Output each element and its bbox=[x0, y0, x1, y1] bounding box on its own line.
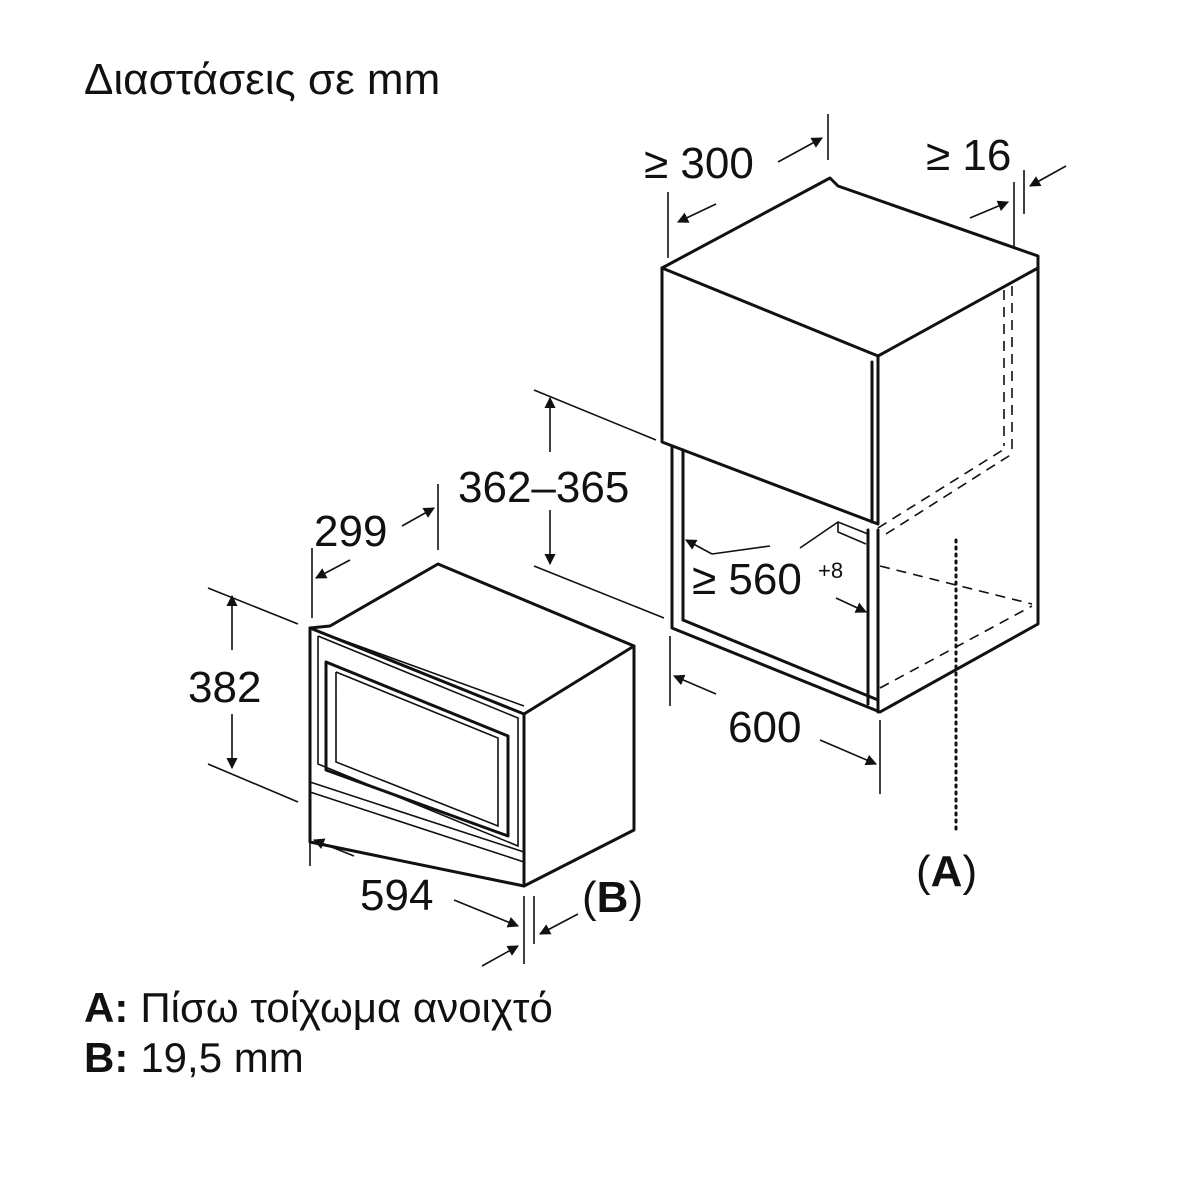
rear-gap-label: ≥ 16 bbox=[926, 131, 1011, 180]
niche-depth-label: ≥ 300 bbox=[644, 139, 754, 188]
cabinet-niche bbox=[660, 176, 1040, 834]
appliance-width-label: 594 bbox=[360, 871, 433, 920]
callout-b: (B) bbox=[582, 873, 643, 922]
appliance-depth-label: 299 bbox=[314, 507, 387, 556]
legend-a: A:Πίσω τοίχωμα ανοιχτό bbox=[84, 984, 553, 1031]
legend-b: B:19,5 mm bbox=[84, 1034, 304, 1081]
callout-a: (A) bbox=[916, 847, 977, 896]
niche-width-tolerance: +8 bbox=[818, 558, 843, 583]
niche-width-label: ≥ 560 bbox=[692, 555, 802, 604]
cabinet-width-label: 600 bbox=[728, 703, 801, 752]
niche-height-label: 362–365 bbox=[458, 463, 629, 512]
appliance-height-label: 382 bbox=[188, 663, 261, 712]
page-title: Διαστάσεις σε mm bbox=[84, 55, 440, 104]
appliance bbox=[308, 562, 636, 888]
dimension-lines bbox=[207, 114, 1067, 967]
